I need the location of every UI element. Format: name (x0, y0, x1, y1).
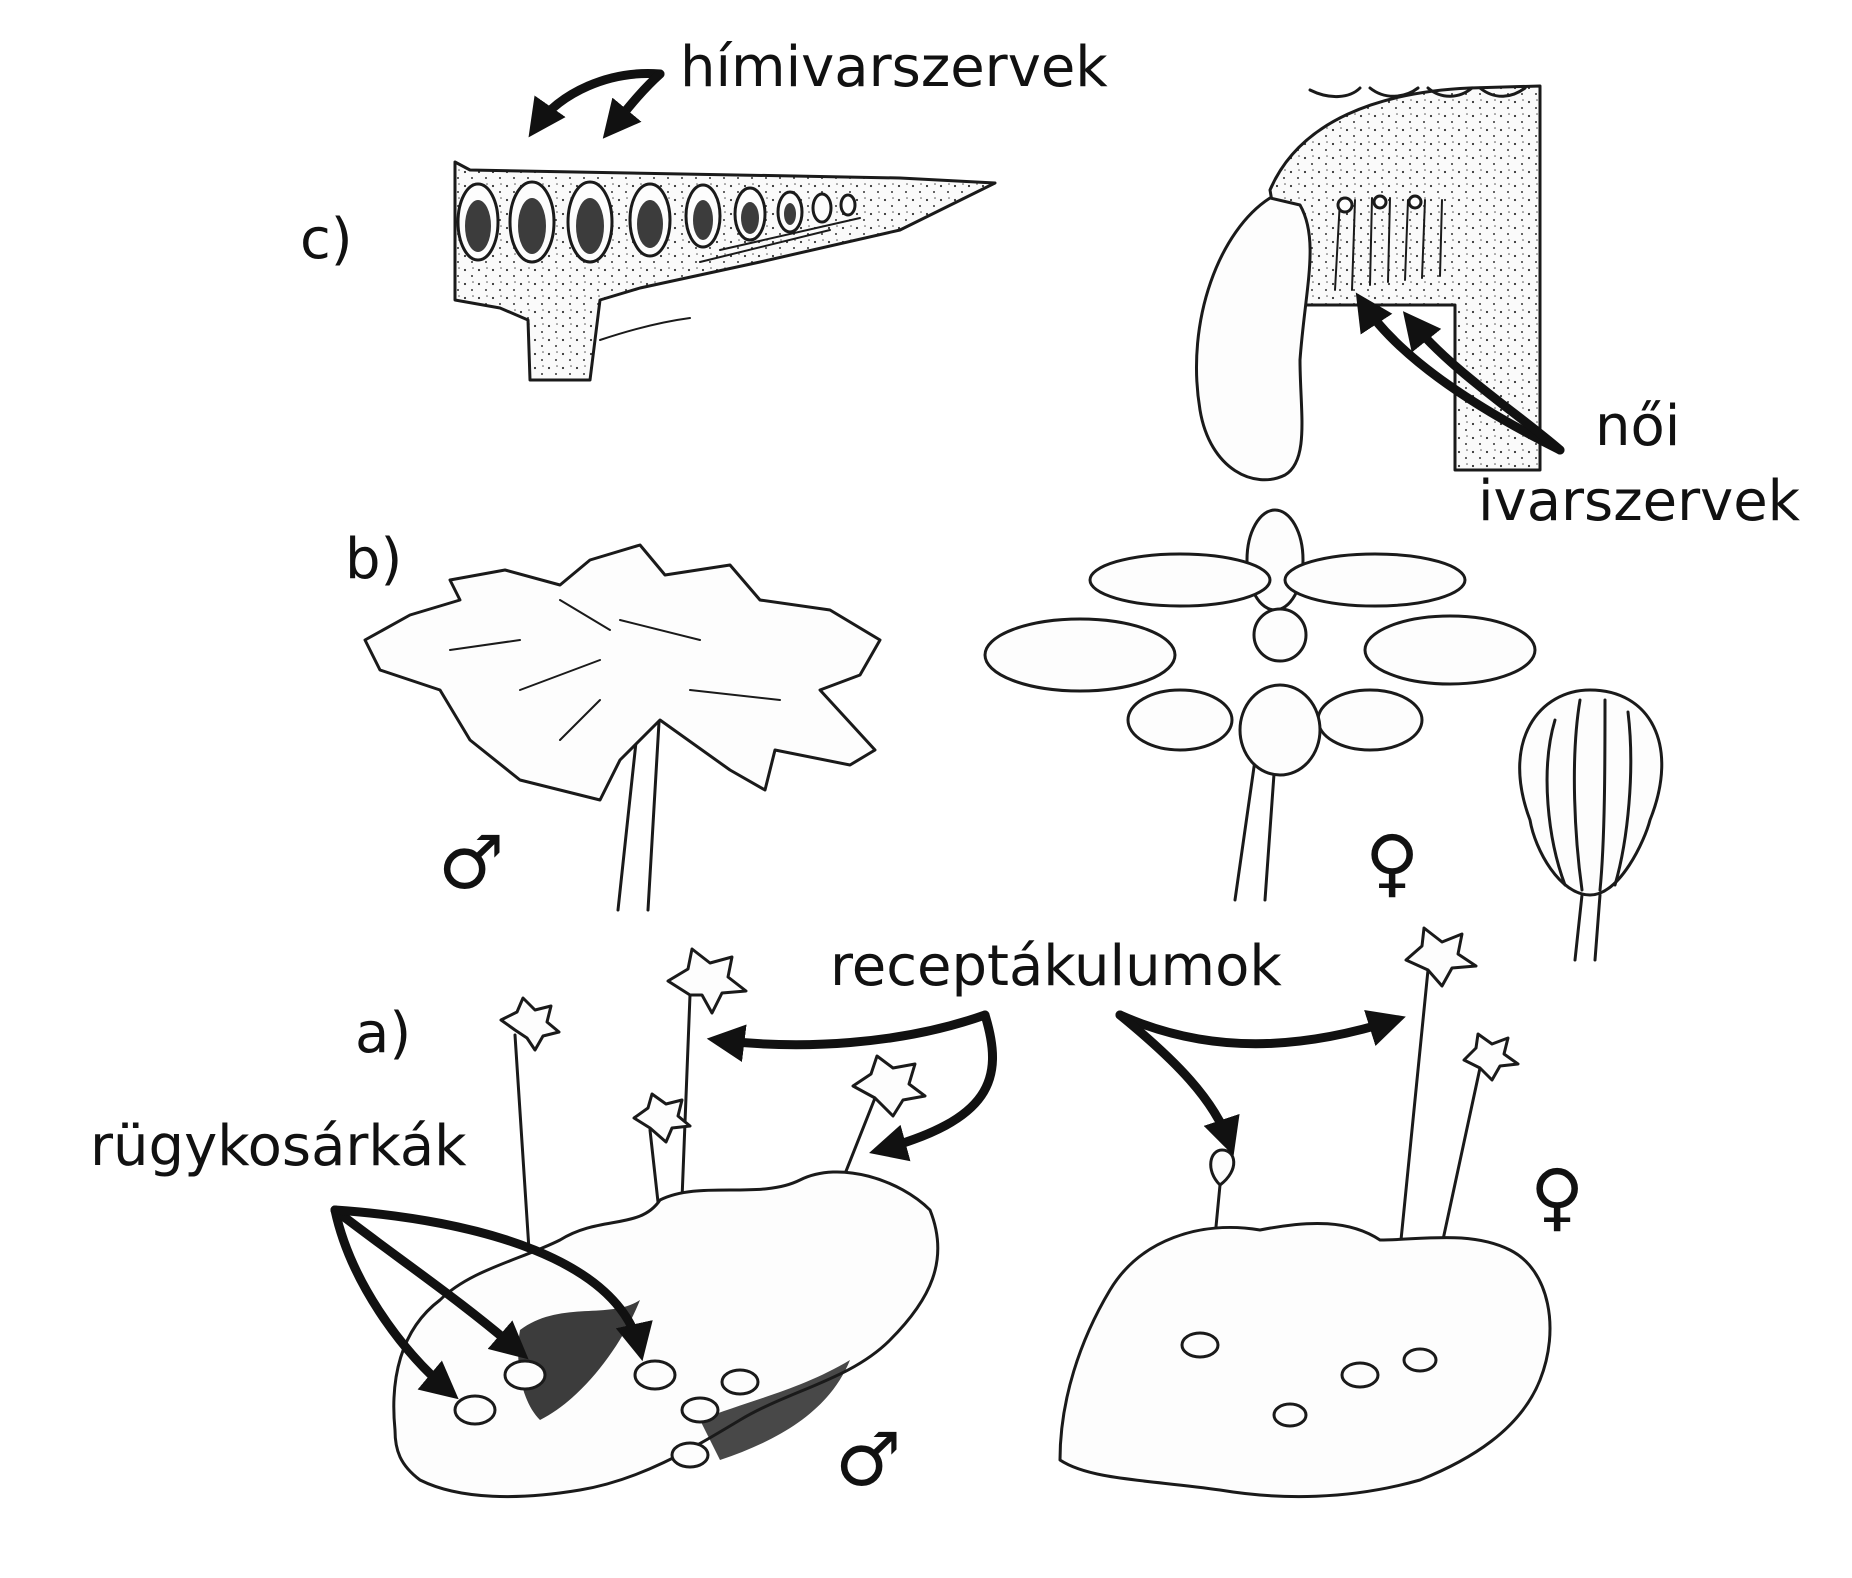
panel-label-c: c) (300, 207, 353, 272)
panel-label-a: a) (355, 1001, 411, 1066)
arrows-receptacles (706, 1009, 1406, 1162)
female-symbol-a: ♀ (1530, 1154, 1584, 1240)
female-receptacle-section (1195, 84, 1542, 482)
male-symbol-a: ♂ (835, 1417, 901, 1503)
antheridia (456, 180, 857, 264)
arrow-male-organs (528, 69, 665, 139)
panel-b: b) ♂ ♀ (345, 508, 1664, 962)
arrow-female-organs (1355, 292, 1565, 455)
archegonia (1334, 194, 1443, 291)
panel-a: a) ♂ (90, 926, 1584, 1503)
male-thallus (392, 947, 940, 1499)
immature-female-head (1518, 688, 1664, 962)
panel-label-b: b) (345, 527, 402, 592)
panel-c: c) hímivarszervek (300, 35, 1801, 534)
label-receptacles: receptákulumok (830, 934, 1282, 999)
label-female-organs-2: ivarszervek (1478, 469, 1801, 534)
male-antheridiophore (363, 543, 882, 912)
male-receptacle-section (453, 160, 997, 382)
female-symbol-b: ♀ (1365, 820, 1419, 906)
gemma-cups-male (453, 1359, 760, 1469)
label-female-organs-1: női (1595, 394, 1680, 459)
female-thallus (1058, 926, 1552, 1499)
gemma-cups-female (1180, 1331, 1438, 1428)
arrows-gemma-cups (330, 1205, 653, 1400)
label-male-organs: hímivarszervek (680, 35, 1108, 100)
male-symbol-b: ♂ (438, 820, 504, 906)
label-gemma-cups: rügykosárkák (90, 1114, 467, 1179)
female-archegoniophore (983, 508, 1537, 902)
